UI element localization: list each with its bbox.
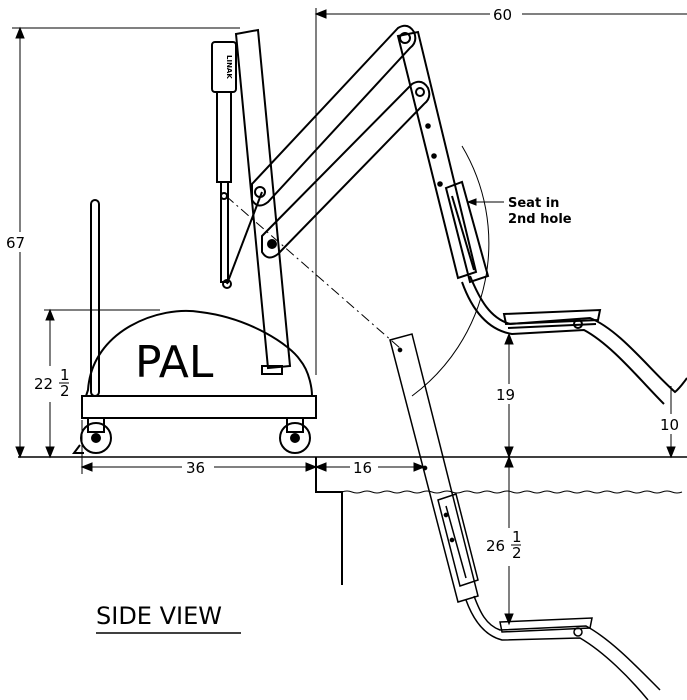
- dim-seat-label: 19: [496, 386, 515, 404]
- swing-arc: [411, 145, 490, 397]
- dim-length-arrow-left: [80, 462, 93, 472]
- dim-height-arrow-bottom: [15, 446, 25, 459]
- seat-note-line-1: Seat in: [508, 196, 559, 211]
- dim-offset-arrow-left: [314, 462, 327, 472]
- seat-back-lowered: [437, 493, 479, 587]
- dim-depth-label: 26: [486, 537, 505, 555]
- dimension-labels: 60 67 22 1 2 36 16 19 10 26 1 2 Seat in …: [4, 4, 687, 566]
- base-platform: [81, 395, 317, 419]
- dim-length-arrow-right: [305, 462, 318, 472]
- dim-seat-arrow-top: [504, 332, 514, 345]
- seat-lowered: [225, 195, 661, 700]
- handle-bar: [90, 199, 100, 397]
- actuator-pivot-top: [220, 192, 228, 200]
- seat-back-raised: [444, 180, 490, 284]
- dim-height-label: 67: [6, 234, 25, 252]
- dim-depth-fraction-num: 1: [512, 528, 522, 546]
- actuator-cylinder: [216, 91, 232, 183]
- boom-pivot-3: [399, 32, 411, 44]
- deck-and-pool: [18, 456, 687, 585]
- dim-base-arrow-top: [45, 308, 55, 321]
- boom-pivot-4: [415, 87, 425, 97]
- dim-step-arrow-bottom: [666, 446, 676, 459]
- dim-reach-arrow: [314, 9, 327, 19]
- base-housing: [84, 309, 314, 397]
- caster-hub-right: [290, 433, 300, 443]
- seat-pan-raised: [502, 308, 602, 326]
- dim-base-arrow-bottom: [45, 446, 55, 459]
- dim-height-arrow-top: [15, 26, 25, 39]
- caster-hub-left: [91, 433, 101, 443]
- seat-arm-raised: [461, 275, 687, 405]
- boom-pivot-2: [267, 239, 277, 249]
- seat-note-line-2: 2nd hole: [508, 212, 572, 227]
- base-brand-label: PAL: [135, 337, 214, 388]
- seat-bolt-lowered: [573, 627, 583, 637]
- dim-base-fraction-num: 1: [60, 366, 70, 384]
- seat-raised: [396, 30, 687, 405]
- actuator-brand-label: LINAK: [225, 55, 233, 79]
- seat-back-pad-lowered: [445, 505, 467, 579]
- caster-wheel-left: [80, 422, 112, 454]
- mast-assembly: LINAK: [211, 28, 292, 375]
- caster-brake-left: [72, 444, 84, 454]
- seat-path-line: [225, 195, 401, 349]
- boom-pivot-1: [254, 186, 266, 198]
- seat-back-pad-raised: [451, 195, 475, 271]
- dim-reach-label: 60: [493, 6, 512, 24]
- dimension-lines: [12, 8, 687, 626]
- dim-base-label: 22: [34, 375, 53, 393]
- dim-step-label: 10: [660, 416, 679, 434]
- dim-base-fraction-den: 2: [60, 382, 70, 400]
- seat-hole-lowered-1: [397, 347, 403, 353]
- seat-hole-raised-2: [431, 153, 437, 159]
- mast: [234, 28, 292, 370]
- seat-note-arrow: [466, 198, 477, 206]
- actuator-link: [226, 191, 263, 285]
- dim-depth-arrow-bottom: [504, 613, 514, 626]
- seat-hole-lowered-3: [443, 512, 449, 518]
- dim-depth-fraction-den: 2: [512, 544, 522, 562]
- pool-wall: [315, 457, 343, 585]
- lower-boom-arm: [261, 80, 431, 259]
- dim-length-label: 36: [186, 459, 205, 477]
- view-title: SIDE VIEW: [96, 602, 222, 630]
- mast-foot: [261, 365, 283, 375]
- boom-arms: [251, 24, 431, 259]
- seat-hole-lowered-4: [449, 537, 455, 543]
- seat-post-raised: [396, 30, 478, 280]
- seat-pan-lowered: [499, 617, 593, 633]
- seat-post-lowered: [389, 333, 479, 603]
- dim-seat-arrow-bottom: [504, 446, 514, 459]
- caster-wheel-right: [279, 422, 311, 454]
- dim-depth-arrow-top: [504, 455, 514, 468]
- upper-boom-arm: [251, 24, 417, 207]
- seat-hole-raised-3: [437, 181, 443, 187]
- dim-offset-label: 16: [353, 459, 372, 477]
- seat-hole-raised-1: [425, 123, 431, 129]
- lift-base: PAL: [72, 199, 317, 454]
- water-surface: [341, 490, 683, 494]
- dim-offset-arrow-right: [413, 462, 426, 472]
- seat-bolt-raised: [573, 319, 583, 329]
- actuator-pivot-bottom: [222, 279, 232, 289]
- seat-arm-lowered: [465, 595, 661, 700]
